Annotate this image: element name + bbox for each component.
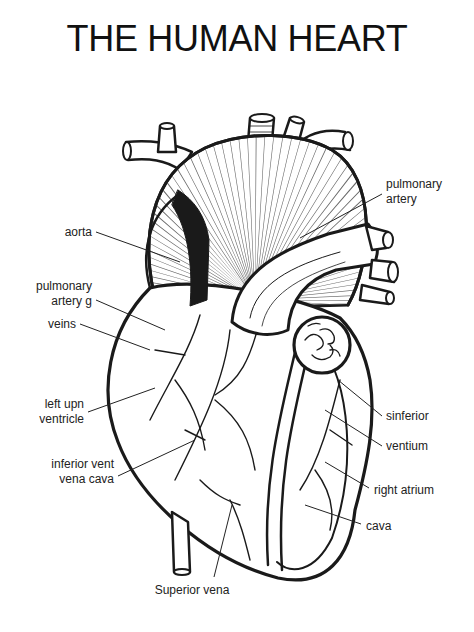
vessel-cap <box>289 115 304 124</box>
vessel-outline <box>146 195 178 288</box>
coronary-vessel <box>215 400 255 470</box>
part-label: cava <box>366 519 391 534</box>
trunk-shading <box>262 262 345 326</box>
vessel-cap <box>250 114 274 122</box>
leader-line <box>325 462 369 488</box>
part-label: sinferior <box>386 409 429 424</box>
coronary-vessel <box>200 480 240 505</box>
ventricle-outline <box>277 340 347 569</box>
title: THE HUMAN HEART <box>0 18 474 60</box>
leader-line <box>325 410 382 446</box>
auricle <box>294 317 350 373</box>
coronary-vessel <box>230 500 250 560</box>
coronary-vessel <box>185 430 205 440</box>
auricle-fold <box>320 329 334 344</box>
leader-line <box>80 324 150 350</box>
septum-groove <box>267 330 300 565</box>
leader-line <box>88 388 155 412</box>
pulmonary-trunk <box>232 224 377 334</box>
vessel-cap <box>160 123 174 129</box>
part-label: pulmonary artery <box>386 177 462 207</box>
leader-line <box>96 232 180 262</box>
part-label: pulmonary artery g <box>22 279 92 309</box>
leader-line <box>214 505 232 577</box>
part-label: aorta <box>65 225 92 240</box>
part-label: right atrium <box>374 483 434 498</box>
coronary-vessel <box>300 380 340 490</box>
vessel-cap <box>386 292 394 304</box>
part-label: ventium <box>386 439 428 454</box>
leader-line <box>338 380 382 416</box>
vessel-cap <box>383 232 393 248</box>
part-label: veins <box>48 317 76 332</box>
coronary-vessel <box>330 430 352 445</box>
trunk-shading <box>250 252 340 318</box>
vena-cava-tube <box>172 512 190 572</box>
part-label: inferior vent vena cava <box>30 457 114 487</box>
leader-line <box>118 440 195 476</box>
vessel-cap <box>343 132 353 150</box>
vessel-cap <box>388 262 398 282</box>
auricle-fold <box>330 350 340 356</box>
vessel-cap <box>174 569 190 575</box>
auricle-fold <box>312 345 333 360</box>
auricle-fold <box>308 323 320 326</box>
leader-line <box>305 505 361 524</box>
leader-line <box>96 300 165 330</box>
vessel-cap <box>123 142 131 160</box>
coronary-vessel <box>315 470 332 530</box>
auricle-fold <box>305 334 323 350</box>
coronary-vessel <box>155 350 185 355</box>
coronary-vessel <box>175 380 205 450</box>
part-label: left upn ventricle <box>22 397 84 427</box>
part-label: Superior vena <box>155 583 230 598</box>
leader-line <box>300 194 382 238</box>
coronary-vessel <box>150 315 200 420</box>
vessel-branch <box>360 285 390 304</box>
vessel-shadow <box>172 190 209 306</box>
